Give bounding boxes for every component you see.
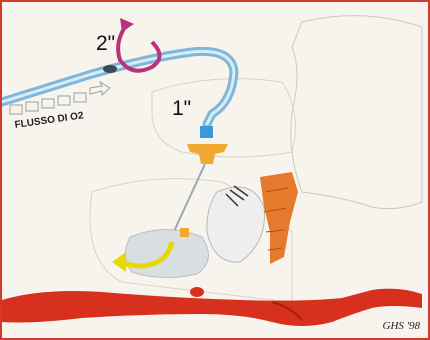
step-1-marker: 1" — [172, 97, 191, 121]
blood-vessel-dot — [190, 287, 204, 297]
laryngeal-structure — [207, 187, 265, 262]
step-2-marker: 2" — [96, 32, 115, 56]
artist-signature: GHS '98 — [383, 320, 421, 332]
stylet-tip — [180, 228, 189, 237]
tube-connector — [103, 65, 117, 73]
facial-profile-outline — [291, 16, 422, 209]
diagram-illustration — [2, 2, 428, 338]
blood-vessel-lower — [2, 289, 422, 326]
oxygen-tube — [2, 51, 234, 124]
stylet-cap — [200, 126, 213, 138]
